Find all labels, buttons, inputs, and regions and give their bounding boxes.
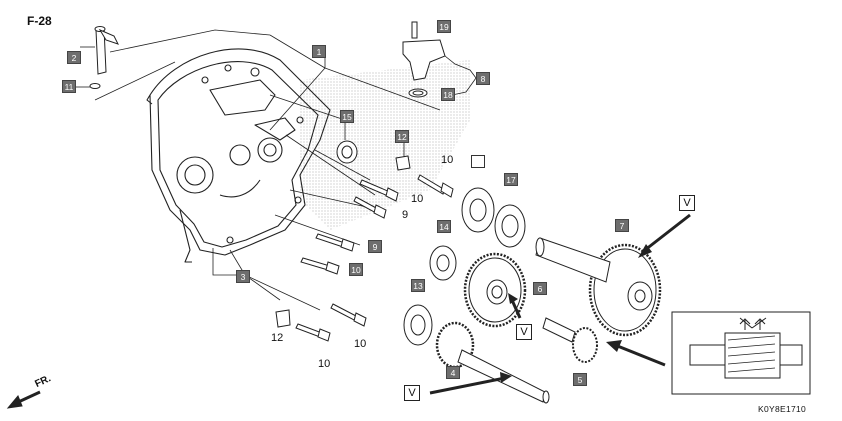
callout-19[interactable]: 19: [437, 20, 451, 33]
callout-5[interactable]: 5: [573, 373, 587, 386]
callout-6[interactable]: 6: [533, 282, 547, 295]
bearing-small: [336, 140, 358, 164]
callout-9a[interactable]: 9: [368, 240, 382, 253]
final-shaft-7: [535, 237, 662, 337]
callout-4[interactable]: 4: [446, 366, 460, 379]
indicator-arrows: [429, 213, 691, 395]
marker-v-shaft4: V: [404, 385, 420, 401]
transmission-case-cover: [146, 48, 331, 263]
callout-14[interactable]: 14: [437, 220, 451, 233]
callout-15[interactable]: 15: [340, 110, 354, 123]
diagram-code: K0Y8E1710: [758, 404, 807, 414]
drive-shaft-4: [435, 321, 550, 404]
callout-2[interactable]: 2: [67, 51, 81, 64]
flange-bolts: [295, 174, 454, 342]
dowel-pin: [94, 26, 119, 75]
callout-3[interactable]: 3: [236, 270, 250, 283]
callout-10c[interactable]: 10: [349, 263, 363, 276]
detail-inset: [671, 311, 811, 395]
callout-13[interactable]: 13: [411, 279, 425, 292]
callout-10a[interactable]: 10: [441, 154, 454, 166]
callout-11[interactable]: 11: [62, 80, 76, 93]
callout-8[interactable]: 8: [476, 72, 490, 85]
marker-v-gear6: V: [516, 324, 532, 340]
leader-lines: [75, 29, 477, 311]
callout-12b[interactable]: 12: [271, 332, 284, 344]
front-direction-arrow: [6, 390, 41, 409]
page-reference: F-28: [27, 14, 52, 28]
bearings: [403, 187, 526, 346]
callout-18[interactable]: 18: [441, 88, 455, 101]
marker-v-shaft7: V: [679, 195, 695, 211]
speed-sensor: [402, 21, 446, 98]
dowel-12: [275, 155, 411, 328]
callout-7[interactable]: 7: [615, 219, 629, 232]
countershaft-5: [542, 317, 598, 363]
washer: [89, 83, 101, 89]
dotted-shadow: [300, 60, 470, 230]
callout-10b[interactable]: 10: [411, 193, 424, 205]
callout-17[interactable]: 17: [504, 173, 518, 186]
callout-9b[interactable]: 9: [402, 209, 409, 221]
callout-12a[interactable]: 12: [395, 130, 409, 143]
callout-1[interactable]: 1: [312, 45, 326, 58]
callout-10d[interactable]: 10: [354, 338, 367, 350]
final-gear: [463, 252, 527, 328]
callout-16[interactable]: [471, 155, 485, 168]
callout-10e[interactable]: 10: [318, 358, 331, 370]
